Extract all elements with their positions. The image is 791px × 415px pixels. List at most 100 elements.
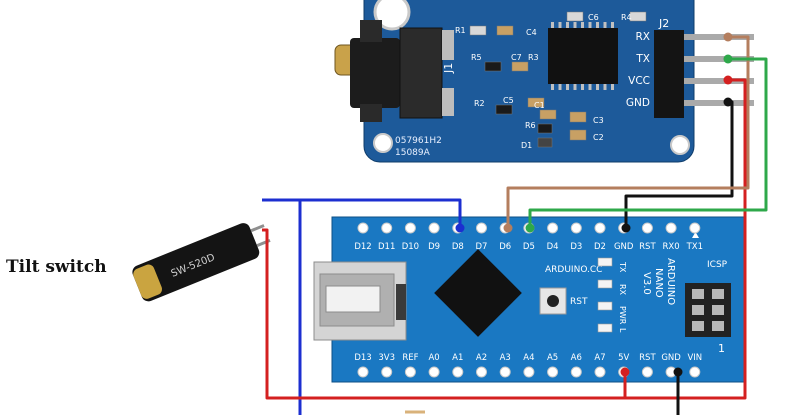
mp3-part-label: R4 — [621, 13, 632, 22]
icsp-pin — [692, 289, 704, 299]
mp3-pin-label: GND — [626, 97, 650, 109]
header-pin-hole — [404, 222, 416, 234]
header-pin-hole — [452, 366, 464, 378]
bottom-pin-label: 3V3 — [378, 353, 395, 363]
status-led — [597, 323, 613, 333]
mp3-part-label: D1 — [521, 141, 532, 150]
header-pin-hole — [381, 222, 393, 234]
top-pin-label: D10 — [402, 242, 419, 252]
bottom-pin-label: A6 — [571, 353, 582, 363]
mp3-header-label: J2 — [658, 17, 669, 30]
top-pin-label: D6 — [499, 242, 511, 252]
header-pin-hole — [476, 222, 487, 234]
status-led — [597, 301, 613, 311]
mp3-part-label: C5 — [503, 96, 514, 105]
icsp-pin — [712, 289, 724, 299]
icsp-pin — [712, 321, 724, 331]
reset-button-label: RST — [570, 297, 588, 307]
top-pin-label: D4 — [547, 242, 559, 252]
top-pin-label: GND — [614, 242, 634, 252]
atmega-chip — [434, 249, 522, 337]
top-pin-label: D11 — [378, 242, 395, 252]
bottom-pin-label: A1 — [452, 353, 463, 363]
arduino-name-line-3: V3.0 — [641, 272, 652, 295]
header-pin-hole — [594, 366, 606, 378]
bottom-pin-label: 5V — [618, 353, 629, 363]
arduino-name-line-2: NANO — [653, 268, 664, 298]
tilt-switch-label: Tilt switch — [6, 257, 107, 277]
mp3-pin-header — [654, 30, 754, 118]
header-pin-hole — [570, 222, 582, 234]
top-pin-label: D5 — [523, 242, 535, 252]
top-pin-label: D7 — [476, 242, 488, 252]
status-led-label: RX — [618, 284, 627, 296]
header-pin-hole — [357, 366, 369, 378]
wire-end-dots — [455, 32, 733, 377]
header-pin-hole — [547, 366, 559, 378]
mp3-part-label: R5 — [471, 53, 482, 62]
bottom-pin-label: A0 — [428, 353, 439, 363]
header-pin-hole — [428, 366, 440, 378]
top-pin-label: D3 — [570, 242, 582, 252]
header-pin-hole — [641, 222, 653, 234]
bottom-pin-label: RST — [639, 353, 656, 363]
mp3-part-label: C2 — [593, 133, 604, 142]
bottom-pin-label: D13 — [354, 353, 371, 363]
bottom-pin-label: GND — [661, 353, 681, 363]
icsp-pin — [692, 321, 704, 331]
top-pin-label: D2 — [594, 242, 606, 252]
mp3-part-label: C1 — [534, 101, 545, 110]
green-wire-tx-to-d5 — [528, 57, 768, 228]
mp3-pin-label: RX — [636, 31, 651, 43]
tx-arrow-icon — [692, 232, 699, 238]
mp3-mount-hole — [373, 133, 393, 153]
top-pin-label: D8 — [452, 242, 464, 252]
icsp-pin — [712, 305, 724, 315]
mp3-mount-hole — [670, 135, 690, 155]
icsp-pin — [692, 305, 704, 315]
header-pin-hole — [476, 366, 487, 378]
mp3-decoder-chip — [548, 22, 618, 90]
mp3-board-code-1: 057961H2 — [395, 136, 442, 146]
icsp-header: ICSP 1 — [685, 260, 731, 355]
top-pin-label: RST — [639, 242, 656, 252]
header-pin-hole — [689, 366, 701, 378]
pin-one-label: 1 — [718, 342, 725, 355]
mp3-part-label: R3 — [528, 53, 539, 62]
arduino-brand: ARDUINO.CC — [545, 265, 602, 275]
arduino-name-line-1: ARDUINO — [665, 258, 676, 305]
blue-wire-d8 — [300, 198, 462, 228]
bottom-pin-label: A5 — [547, 353, 558, 363]
reset-button — [547, 295, 559, 307]
mp3-part-label: C7 — [511, 53, 522, 62]
brown-wire-rx-to-d6 — [506, 35, 750, 228]
header-pin-hole — [665, 222, 677, 234]
header-pin-hole — [547, 222, 559, 234]
mp3-part-label: R6 — [525, 121, 536, 130]
icsp-label: ICSP — [707, 260, 728, 270]
header-pin-hole — [594, 222, 606, 234]
status-led — [597, 257, 613, 267]
mp3-board-code-2: 15089A — [395, 148, 431, 158]
mp3-jack-label: J1 — [442, 63, 455, 74]
mp3-part-label: C3 — [593, 116, 604, 125]
status-led-label: TX — [618, 261, 627, 273]
status-led-label: PWR — [618, 306, 627, 325]
arduino-name: ARDUINO NANO V3.0 — [641, 258, 676, 305]
top-pin-label: TX1 — [686, 242, 703, 252]
mp3-part-label: C6 — [588, 13, 599, 22]
header-pin-hole — [499, 366, 511, 378]
header-pin-hole — [570, 366, 582, 378]
bottom-pin-label: VIN — [687, 353, 702, 363]
header-pin-hole — [404, 366, 416, 378]
top-pin-label: RX0 — [663, 242, 680, 252]
bottom-pin-label: A2 — [476, 353, 487, 363]
mp3-pin-label: VCC — [628, 75, 650, 87]
mp3-smd-parts — [469, 11, 647, 148]
